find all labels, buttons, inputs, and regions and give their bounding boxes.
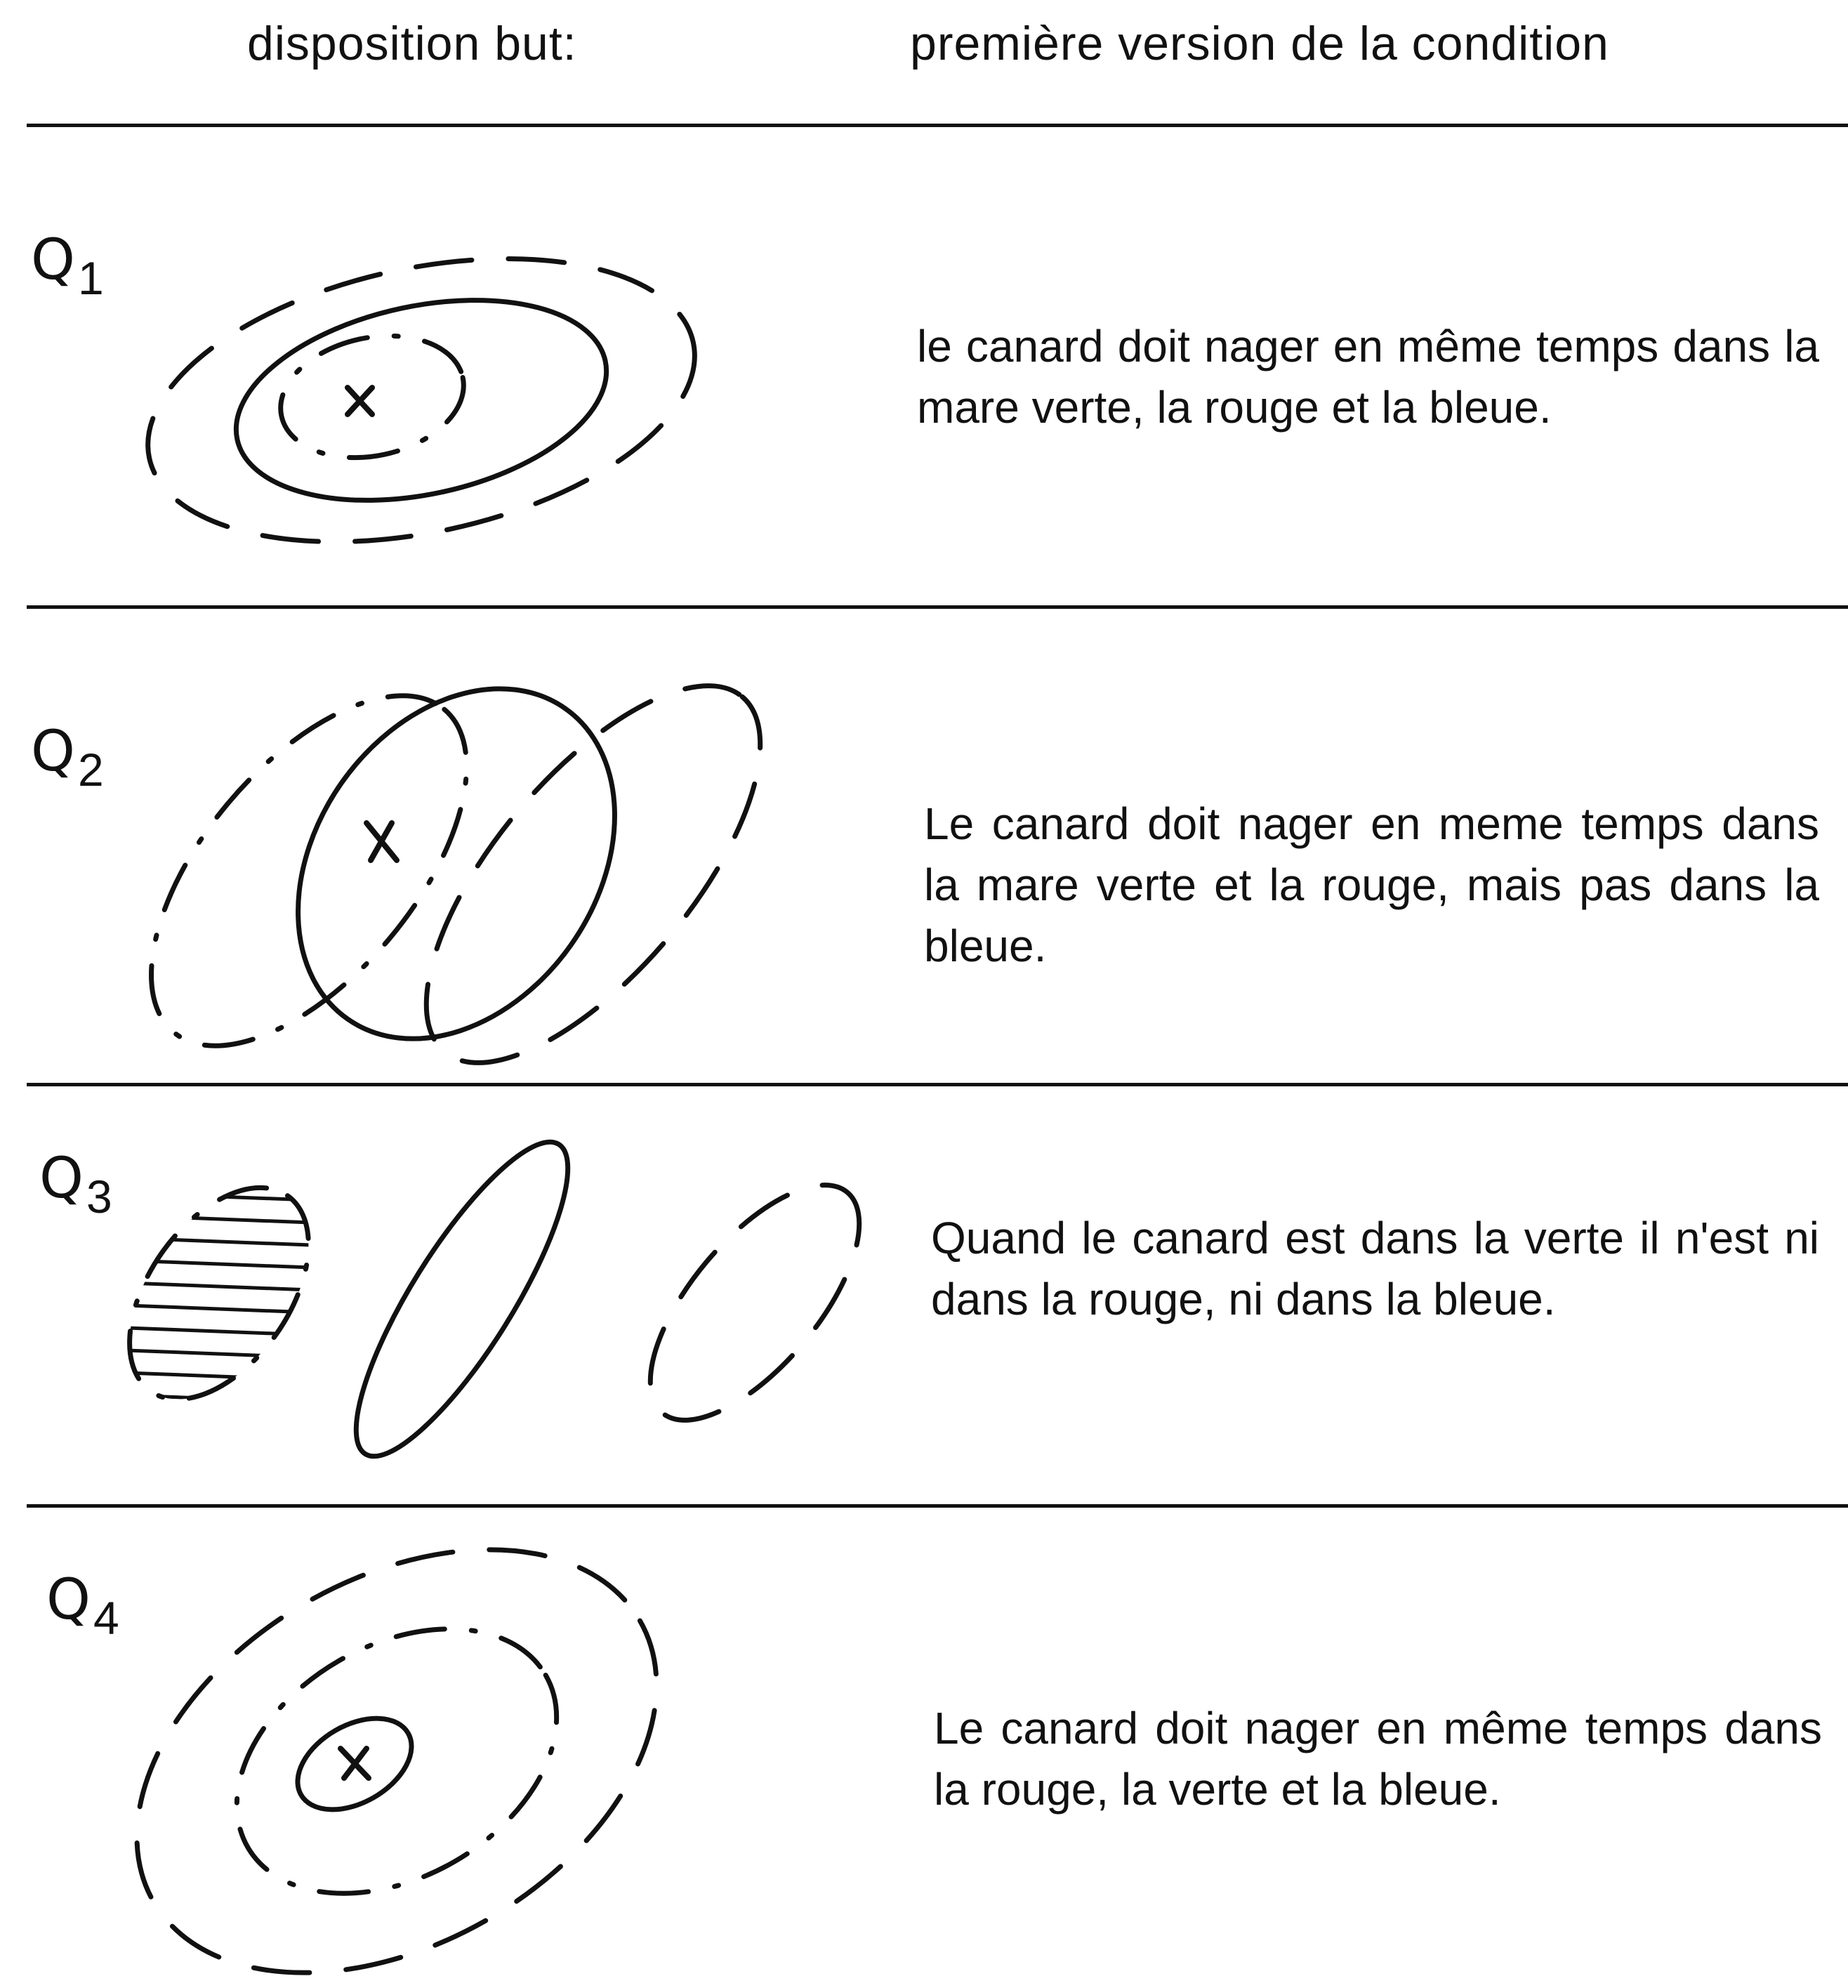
q1-label: Q1 bbox=[31, 227, 104, 305]
q4-cross-mark bbox=[338, 1746, 371, 1781]
row1-divider bbox=[27, 605, 1848, 609]
q3-condition-text: Quand le canard est dans la verte il n'e… bbox=[931, 1213, 1819, 1324]
header-divider bbox=[27, 124, 1848, 127]
q3-label: Q3 bbox=[39, 1145, 112, 1223]
q3-dashed-ellipse bbox=[647, 1183, 862, 1423]
q2-dashdot-ellipse bbox=[149, 693, 469, 1048]
q2-solid-ellipse bbox=[296, 686, 617, 1041]
q2-label: Q2 bbox=[31, 718, 104, 796]
q4-condition-text: Le canard doit nager en même temps dans … bbox=[934, 1703, 1822, 1815]
q4-solid-ellipse bbox=[295, 1716, 414, 1812]
q2-dashed-ellipse bbox=[423, 683, 763, 1065]
row3-divider bbox=[27, 1504, 1848, 1508]
q2-condition-text: Le canard doit nager en meme temps dans … bbox=[924, 798, 1819, 971]
q4-dashdot-ellipse bbox=[234, 1626, 560, 1896]
q4-dashed-ellipse bbox=[134, 1547, 659, 1975]
header-goal-arrangement: disposition but: bbox=[247, 17, 577, 70]
q1-condition-text: le canard doit nager en même temps dans … bbox=[917, 321, 1819, 433]
header-condition-version: première version de la condition bbox=[910, 17, 1609, 70]
q4-label: Q4 bbox=[46, 1567, 119, 1645]
q1-dashed-ellipse bbox=[145, 256, 697, 544]
q1-cross-mark bbox=[345, 385, 375, 417]
row2-divider bbox=[27, 1083, 1848, 1086]
q3-dashdot-ellipse bbox=[127, 1185, 311, 1402]
q1-solid-ellipse bbox=[233, 298, 609, 503]
q3-solid-ellipse bbox=[353, 1139, 571, 1459]
q1-dashdot-ellipse bbox=[278, 333, 466, 461]
q2-cross-mark bbox=[364, 820, 400, 863]
